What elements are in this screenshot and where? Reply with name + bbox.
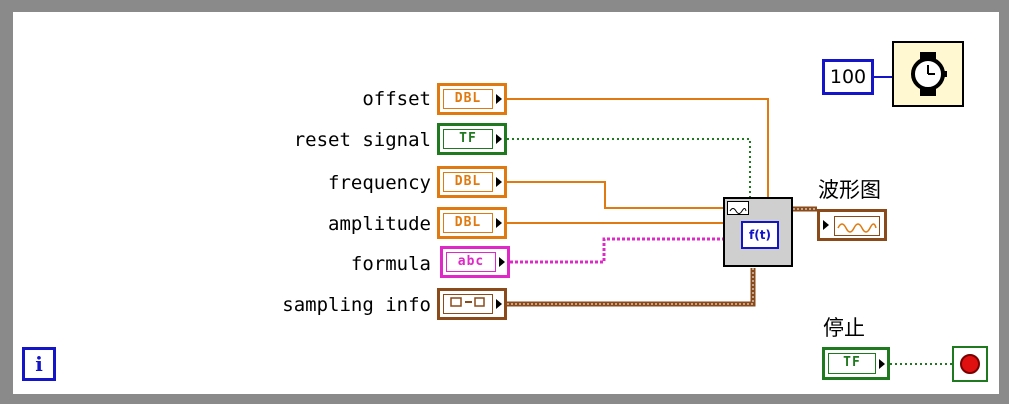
wait-ms-clock-icon[interactable] (892, 41, 964, 107)
output-arrow-icon (499, 257, 505, 267)
output-arrow-icon (496, 218, 502, 228)
label-offset: offset (362, 88, 431, 110)
terminal-stop-type: TF (828, 353, 876, 374)
watch-icon (911, 52, 947, 96)
terminal-stop[interactable]: TF (822, 347, 890, 380)
express-vi-header-icon (727, 201, 749, 215)
terminal-offset[interactable]: DBL (437, 83, 507, 115)
waveform-graph-icon[interactable] (817, 209, 887, 241)
waveform-icon (837, 223, 877, 233)
scope-icon (834, 216, 880, 236)
sine-icon (729, 208, 747, 214)
output-arrow-icon (496, 177, 502, 187)
terminal-formula-type: abc (446, 252, 496, 272)
wait-ms-constant[interactable]: 100 (822, 59, 874, 95)
terminal-frequency-type: DBL (443, 172, 493, 192)
output-arrow-icon (496, 134, 502, 144)
label-stop: 停止 (823, 316, 865, 340)
terminal-amplitude-type: DBL (443, 213, 493, 233)
wire-frequency[interactable] (507, 181, 724, 209)
output-arrow-icon (496, 94, 502, 104)
label-sampling-info: sampling info (282, 294, 431, 316)
terminal-reset-signal[interactable]: TF (437, 123, 507, 155)
input-arrow-icon (823, 220, 829, 230)
cluster-icon (443, 294, 493, 314)
terminal-sampling-info[interactable] (437, 288, 507, 320)
label-formula: formula (350, 253, 431, 275)
wire-reset-signal[interactable] (507, 138, 751, 200)
terminal-frequency[interactable]: DBL (437, 166, 507, 198)
terminal-amplitude[interactable]: DBL (437, 207, 507, 239)
wire-offset[interactable] (507, 98, 769, 200)
wire-sampling-info[interactable] (507, 268, 756, 307)
terminal-offset-type: DBL (443, 89, 493, 109)
stop-dot-icon (960, 354, 980, 374)
label-waveform-graph: 波形图 (818, 178, 881, 202)
loop-iteration-icon[interactable]: i (22, 347, 56, 381)
express-vi-label: f(t) (741, 221, 779, 249)
loop-stop-condition-icon[interactable] (952, 346, 988, 382)
cluster-glyph-icon (450, 297, 485, 307)
output-arrow-icon (496, 299, 502, 309)
terminal-reset-signal-type: TF (443, 129, 493, 149)
output-arrow-icon (879, 358, 885, 369)
label-frequency: frequency (328, 172, 431, 194)
terminal-formula[interactable]: abc (440, 246, 510, 278)
wire-formula[interactable] (510, 237, 724, 264)
label-reset-signal: reset signal (293, 129, 431, 151)
simulate-signal-icon[interactable]: f(t) (723, 197, 793, 267)
label-amplitude: amplitude (328, 213, 431, 235)
